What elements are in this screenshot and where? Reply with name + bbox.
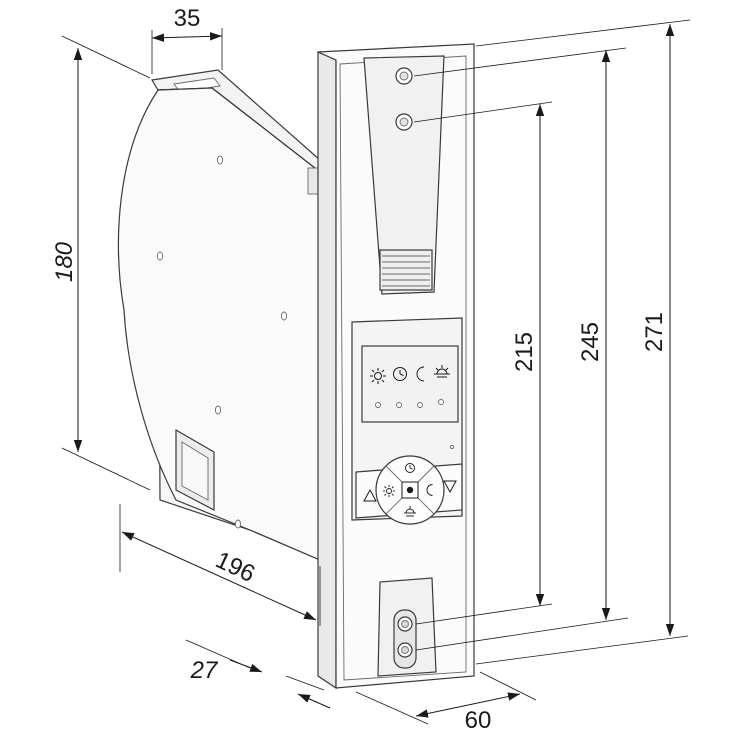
bottom-screw-hole-inner xyxy=(401,646,409,654)
moon-icon xyxy=(416,366,425,382)
dimension-total-height: 271 xyxy=(641,24,675,636)
sun-icon xyxy=(383,485,395,497)
dimension-label-front-width: 60 xyxy=(465,707,492,734)
lower-screw-hole-inner xyxy=(401,620,409,628)
clock-icon xyxy=(393,367,407,381)
dimension-label-body-height: 180 xyxy=(51,241,78,282)
sunset-icon xyxy=(434,365,450,378)
faceplate-side-edge xyxy=(317,51,337,690)
rivet xyxy=(156,251,164,261)
up-triangle-icon xyxy=(363,488,377,502)
dimension-hole-spacing: 215 xyxy=(511,104,545,606)
extension-lines-holes xyxy=(413,19,691,665)
dimension-label-total-height: 271 xyxy=(641,312,668,352)
upper-screw-hole-inner xyxy=(399,71,409,81)
belt-slot-inner xyxy=(181,441,209,501)
front-faceplate xyxy=(317,43,475,690)
indicator-dot xyxy=(438,399,444,405)
dimension-label-mount-height: 245 xyxy=(577,322,604,362)
dimension-label-front-thickness: 27 xyxy=(190,657,219,684)
clock-icon xyxy=(405,463,415,473)
upper-belt-guide xyxy=(363,55,445,295)
dimension-top-depth: 35 xyxy=(151,5,223,74)
rivet xyxy=(214,405,222,415)
sunset-icon xyxy=(404,506,416,517)
indicator-dot xyxy=(417,402,423,408)
belt-grip-ridges xyxy=(379,249,433,291)
indicator-dot xyxy=(375,402,381,408)
dimension-label-hole-spacing: 215 xyxy=(511,332,538,372)
rivet xyxy=(216,155,224,165)
second-screw-hole-inner xyxy=(399,117,409,127)
down-triangle-icon xyxy=(443,480,457,494)
rivet xyxy=(234,519,242,529)
indicator-dot xyxy=(396,402,402,408)
center-dot-icon xyxy=(401,481,419,499)
dimension-front-width: 60 xyxy=(355,671,537,734)
housing-back-plate xyxy=(117,87,321,561)
dimension-mount-height: 245 xyxy=(577,50,611,620)
dimension-front-thickness: 27 xyxy=(185,639,331,709)
rivet xyxy=(280,311,288,321)
rear-housing xyxy=(117,69,321,561)
status-led xyxy=(449,444,455,450)
sun-icon xyxy=(370,368,386,384)
dimension-body-height: 180 xyxy=(51,35,151,491)
dimension-label-body-width: 196 xyxy=(211,547,259,588)
dimension-label-top-depth: 35 xyxy=(174,5,201,32)
moon-icon xyxy=(426,484,433,496)
lcd-display xyxy=(361,345,459,423)
